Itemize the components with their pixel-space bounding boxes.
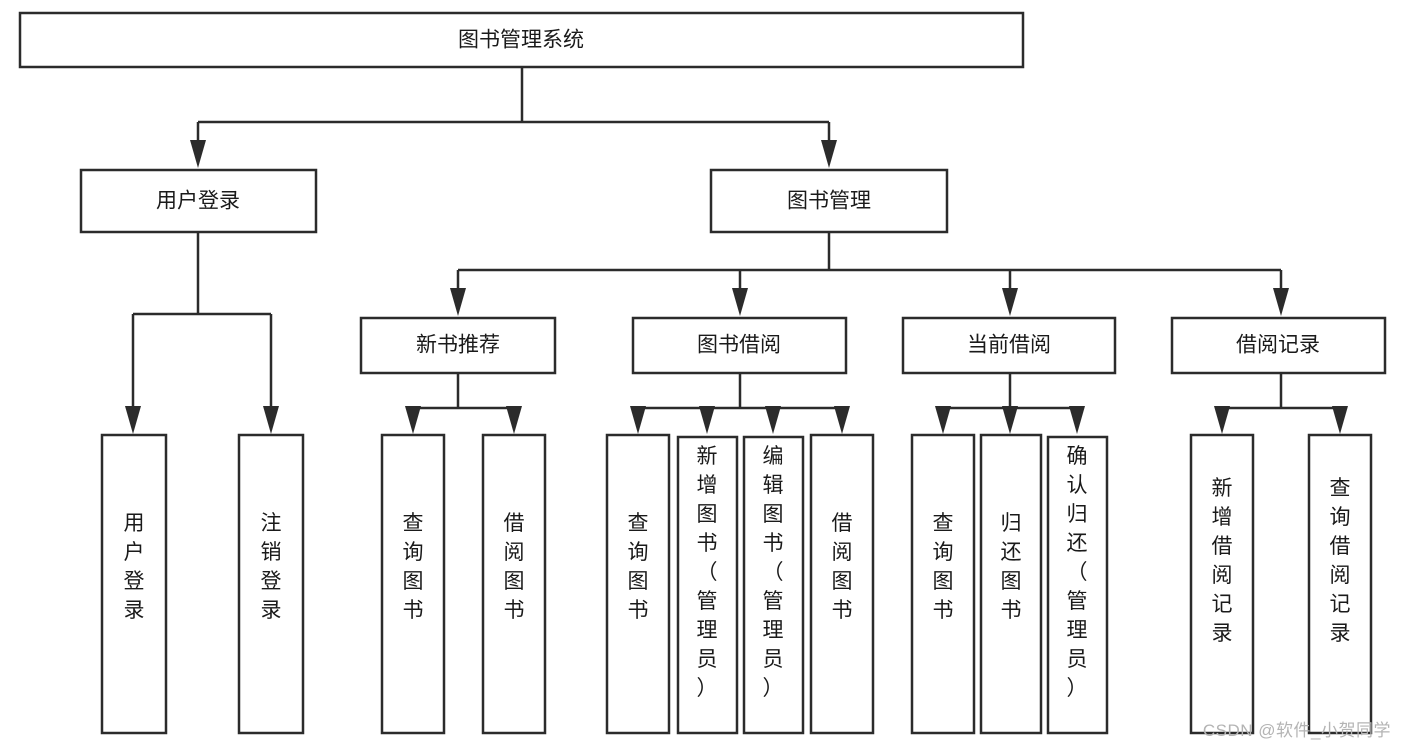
connector-group-new-book-recommend xyxy=(405,373,522,434)
node-leaf-borrow-book-2[interactable]: 借阅图书 xyxy=(809,433,875,735)
node-leaf-confirm-return-admin-label: 确认归还（管理员） xyxy=(1067,445,1088,700)
node-user-login[interactable]: 用户登录 xyxy=(79,168,318,234)
node-leaf-borrow-book-2-box xyxy=(809,433,875,735)
arrow-leaf-borrow-book-2 xyxy=(834,406,850,434)
node-leaf-query-borrow-record-box xyxy=(1307,433,1373,735)
node-book-management-box xyxy=(709,168,949,234)
node-leaf-query-book-2-box xyxy=(605,433,671,735)
connector-group-book-borrow xyxy=(630,373,850,434)
node-book-borrow-label: 图书借阅 xyxy=(697,334,781,357)
node-leaf-borrow-book-1-label: 借阅图书 xyxy=(504,512,525,622)
node-borrow-record-label: 借阅记录 xyxy=(1236,334,1320,357)
node-leaf-confirm-return-admin[interactable]: 确认归还（管理员） xyxy=(1046,435,1109,735)
arrow-new-book-recommend xyxy=(450,288,466,316)
node-leaf-query-book-1-box xyxy=(380,433,446,735)
arrow-book-management xyxy=(821,140,837,168)
csdn-watermark: CSDN @软件_小贺同学 xyxy=(1202,721,1391,740)
node-leaf-user-login-box xyxy=(100,433,168,735)
node-user-login-label: 用户登录 xyxy=(156,190,240,213)
node-leaf-query-borrow-record-label: 查询借阅记录 xyxy=(1330,477,1351,645)
arrow-book-borrow xyxy=(732,288,748,316)
arrow-leaf-add-book-admin xyxy=(699,406,715,434)
node-borrow-record[interactable]: 借阅记录 xyxy=(1170,316,1387,375)
node-leaf-borrow-book-2-label: 借阅图书 xyxy=(832,512,853,622)
node-leaf-return-book-box xyxy=(979,433,1043,735)
arrow-current-borrow xyxy=(1002,288,1018,316)
node-leaf-confirm-return-admin-box xyxy=(1046,435,1109,735)
arrow-leaf-query-borrow-record xyxy=(1332,406,1348,434)
node-book-management-label: 图书管理 xyxy=(787,190,871,213)
node-leaf-add-borrow-record[interactable]: 新增借阅记录 xyxy=(1189,433,1255,735)
node-root[interactable]: 图书管理系统 xyxy=(18,11,1025,69)
arrow-leaf-query-book-2 xyxy=(630,406,646,434)
node-leaf-return-book-label: 归还图书 xyxy=(1001,512,1022,622)
connector-group-book-management xyxy=(450,232,1289,316)
arrow-leaf-user-login xyxy=(125,406,141,434)
node-root-label: 图书管理系统 xyxy=(458,29,584,52)
node-current-borrow-box xyxy=(901,316,1117,375)
node-leaf-query-book-2-label: 查询图书 xyxy=(628,512,649,622)
node-current-borrow-label: 当前借阅 xyxy=(967,334,1051,357)
node-leaf-edit-book-admin[interactable]: 编辑图书（管理员） xyxy=(742,435,805,735)
arrow-borrow-record xyxy=(1273,288,1289,316)
node-leaf-add-borrow-record-box xyxy=(1189,433,1255,735)
node-leaf-add-book-admin[interactable]: 新增图书（管理员） xyxy=(676,435,739,735)
node-leaf-user-login[interactable]: 用户登录 xyxy=(100,433,168,735)
node-leaf-query-book-3-box xyxy=(910,433,976,735)
node-leaf-borrow-book-1-box xyxy=(481,433,547,735)
connector-group-current-borrow xyxy=(935,373,1085,434)
node-leaf-query-book-3-label: 查询图书 xyxy=(933,512,954,622)
connector-group-root xyxy=(190,67,837,168)
node-user-login-box xyxy=(79,168,318,234)
arrow-user-login xyxy=(190,140,206,168)
node-leaf-query-book-1[interactable]: 查询图书 xyxy=(380,433,446,735)
connector-group-user-login xyxy=(125,232,279,434)
node-book-borrow[interactable]: 图书借阅 xyxy=(631,316,848,375)
connector-group-borrow-record xyxy=(1214,373,1348,434)
arrow-leaf-query-book-3 xyxy=(935,406,951,434)
node-current-borrow[interactable]: 当前借阅 xyxy=(901,316,1117,375)
node-borrow-record-box xyxy=(1170,316,1387,375)
node-new-book-recommend-label: 新书推荐 xyxy=(416,334,500,357)
node-leaf-borrow-book-1[interactable]: 借阅图书 xyxy=(481,433,547,735)
node-new-book-recommend-box xyxy=(359,316,557,375)
node-book-management[interactable]: 图书管理 xyxy=(709,168,949,234)
node-new-book-recommend[interactable]: 新书推荐 xyxy=(359,316,557,375)
node-leaf-add-book-admin-box xyxy=(676,435,739,735)
node-leaf-user-login-label: 用户登录 xyxy=(124,512,145,622)
arrow-leaf-return-book xyxy=(1002,406,1018,434)
node-root-box xyxy=(18,11,1025,69)
node-leaf-query-book-3[interactable]: 查询图书 xyxy=(910,433,976,735)
node-leaf-add-borrow-record-label: 新增借阅记录 xyxy=(1212,477,1233,645)
arrow-leaf-borrow-book-1 xyxy=(506,406,522,434)
node-leaf-query-book-1-label: 查询图书 xyxy=(403,512,424,622)
arrow-leaf-edit-book-admin xyxy=(765,406,781,434)
node-book-borrow-box xyxy=(631,316,848,375)
arrow-leaf-add-borrow-record xyxy=(1214,406,1230,434)
node-leaf-add-book-admin-label: 新增图书（管理员） xyxy=(697,445,718,700)
arrow-leaf-logout xyxy=(263,406,279,434)
node-leaf-return-book[interactable]: 归还图书 xyxy=(979,433,1043,735)
node-leaf-edit-book-admin-box xyxy=(742,435,805,735)
node-leaf-query-borrow-record[interactable]: 查询借阅记录 xyxy=(1307,433,1373,735)
node-leaf-edit-book-admin-label: 编辑图书（管理员） xyxy=(763,445,784,700)
node-leaf-query-book-2[interactable]: 查询图书 xyxy=(605,433,671,735)
node-leaf-logout-login[interactable]: 注销登录 xyxy=(237,433,305,735)
node-leaf-logout-login-box xyxy=(237,433,305,735)
arrow-leaf-query-book-1 xyxy=(405,406,421,434)
node-leaf-logout-login-label: 注销登录 xyxy=(261,512,282,622)
arrow-leaf-confirm-return-admin xyxy=(1069,406,1085,434)
